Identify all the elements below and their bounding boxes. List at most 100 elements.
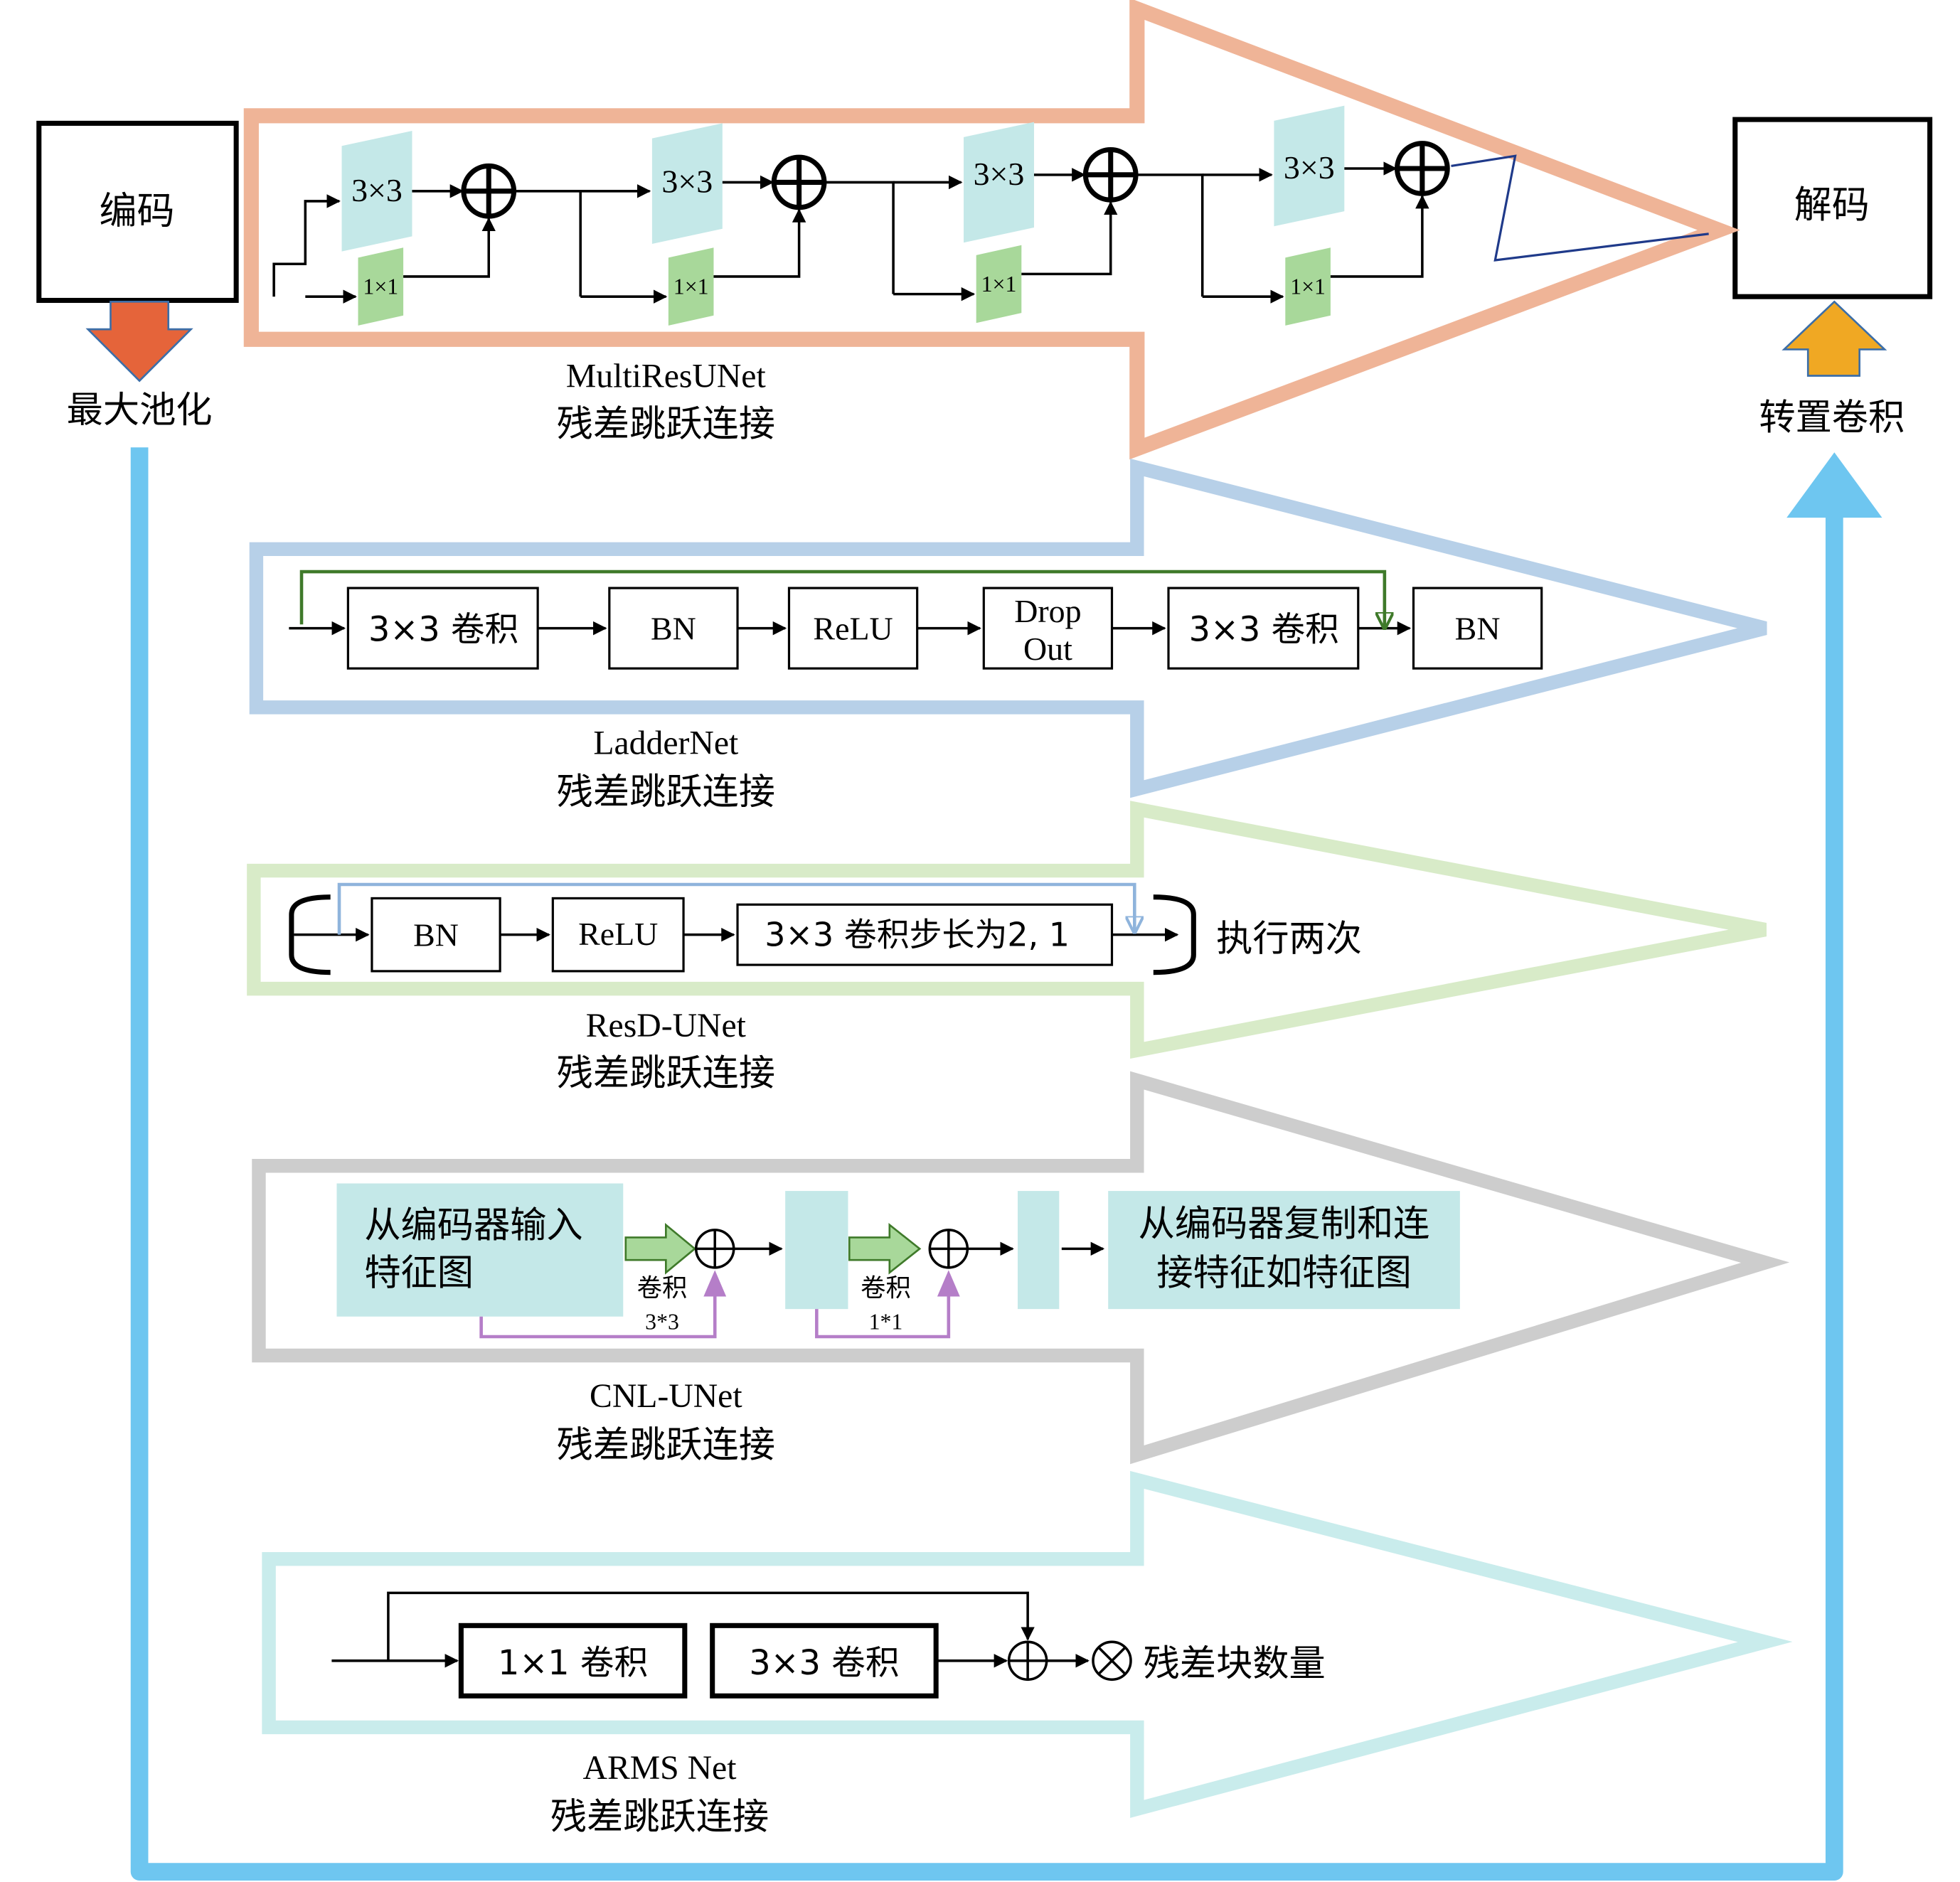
multires-conv1-label-4: 1×1 <box>1290 274 1326 299</box>
arms-big-arrow <box>262 1470 1793 1818</box>
ladder-skip-line <box>299 570 1385 629</box>
resd-repeat-label: 执行两次 <box>1216 918 1362 961</box>
resd-block-bn-label: BN <box>413 917 459 953</box>
multires-conv1-label-1: 1×1 <box>363 274 398 299</box>
multires-skip-label: 残差跳跃连接 <box>557 402 775 445</box>
arms-block-conv3 <box>710 1622 939 1699</box>
arms-skip-label: 残差跳跃连接 <box>550 1796 769 1839</box>
cnl-section: 从编码器输入 特征图 卷积 3*3 卷积 1*1 从编码器复制和连 接特征如特征… <box>252 1071 1790 1467</box>
arms-block-conv1-label: 1×1 卷积 <box>498 1644 648 1683</box>
cnl-conv-b-line1: 卷积 <box>861 1273 911 1303</box>
ladder-big-arrow <box>249 458 1767 798</box>
cnl-conv-arrow-b <box>848 1223 922 1275</box>
ladder-name: LadderNet <box>593 724 738 761</box>
multires-conv3-block-2 <box>651 123 723 244</box>
transconv-label: 转置卷积 <box>1759 396 1905 439</box>
resd-block-relu-label: ReLU <box>578 916 658 952</box>
multires-conv3-block-3 <box>964 122 1034 243</box>
multires-link-1 <box>513 190 582 297</box>
arms-count-label: 残差块数量 <box>1144 1642 1326 1685</box>
decoder-box <box>1732 117 1933 299</box>
resd-skip-line <box>337 882 1134 935</box>
multires-conv3-label-3: 3×3 <box>974 156 1025 192</box>
cnl-skip-a <box>479 1278 717 1339</box>
multires-link-3 <box>1136 173 1204 297</box>
cnl-output-line2: 接特征如特征图 <box>1156 1252 1412 1295</box>
encoder-label: 编码 <box>100 190 175 233</box>
ladder-block-conv2-label: 3×3 卷积 <box>1189 610 1339 649</box>
resd-block-relu <box>551 897 685 973</box>
multires-conv3-label-2: 3×3 <box>661 164 713 200</box>
cnl-small-block <box>1018 1191 1060 1310</box>
cnl-big-arrow <box>252 1071 1790 1465</box>
encoder-box <box>36 120 239 304</box>
cnl-skip-b <box>815 1278 951 1339</box>
arms-skip-line <box>387 1591 1035 1661</box>
multires-big-arrow <box>243 0 1740 460</box>
ladder-block-conv2 <box>1167 587 1360 670</box>
multires-conv1-out-arrow-1 <box>403 217 496 278</box>
multires-conv1-label-2: 1×1 <box>673 274 709 299</box>
multires-conv1-block-2 <box>668 247 714 326</box>
multires-conv3-label-4: 3×3 <box>1284 149 1335 186</box>
resd-block-conv-label: 3×3 卷积步长为2, 1 <box>765 916 1070 954</box>
resd-skip-label: 残差跳跃连接 <box>557 1052 775 1095</box>
resd-block-conv <box>736 903 1114 966</box>
cnl-conv-arrow-a <box>624 1222 697 1275</box>
multires-section: 3×31×13×31×13×31×13×31×1 MultiResUNet 残差… <box>243 0 1740 460</box>
maxpool-arrow <box>85 300 193 383</box>
multires-conv1-block-1 <box>358 247 404 326</box>
cnl-mid-block <box>785 1191 848 1310</box>
ladder-block-dropout <box>982 587 1114 670</box>
ladder-skip-label: 残差跳跃连接 <box>557 771 775 813</box>
multires-name: MultiResUNet <box>566 357 766 395</box>
cnl-add-b-icon <box>928 1229 969 1269</box>
multires-conv1-out-arrow-2 <box>713 208 806 278</box>
cnl-conv-a-line2: 3*3 <box>645 1309 679 1334</box>
main-loop-arrowhead <box>1786 452 1882 518</box>
multires-conv3-block-4 <box>1274 105 1345 227</box>
multires-link-2 <box>824 181 895 294</box>
ladder-block-relu <box>787 587 919 670</box>
multires-output-line <box>1451 154 1709 262</box>
multires-conv3-label-1: 3×3 <box>351 172 403 208</box>
cnl-input-line1: 从编码器输入 <box>364 1204 582 1246</box>
arms-multiply-icon <box>1092 1640 1132 1681</box>
maxpool-label: 最大池化 <box>67 389 213 432</box>
resd-left-bracket <box>289 894 331 975</box>
multires-conv1-out-arrow-4 <box>1330 194 1429 278</box>
ladder-block-dropout-line1: Drop <box>1014 593 1081 629</box>
arms-add-icon <box>1007 1640 1048 1681</box>
cnl-input-line2: 特征图 <box>364 1252 474 1295</box>
cnl-input-block <box>336 1183 624 1317</box>
resd-big-arrow <box>247 801 1767 1059</box>
main-loop <box>130 447 1882 1881</box>
resd-block-bn <box>371 897 501 973</box>
cnl-skip-label: 残差跳跃连接 <box>557 1424 775 1467</box>
decoder-label: 解码 <box>1794 183 1870 227</box>
ladder-block-dropout-line2: Out <box>1023 631 1072 667</box>
multires-chain: 3×31×13×31×13×31×13×31×1 <box>272 105 1450 326</box>
multires-conv1-block-3 <box>976 245 1022 324</box>
multires-conv3-block-1 <box>341 131 412 252</box>
ladder-block-conv1-label: 3×3 卷积 <box>368 610 518 649</box>
cnl-add-a-icon <box>694 1229 735 1269</box>
multires-conv1-out-arrow-3 <box>1021 201 1118 276</box>
arms-name: ARMS Net <box>583 1749 737 1787</box>
main-loop-line <box>130 447 1843 1881</box>
arms-block-conv1 <box>458 1622 688 1699</box>
ladder-block-conv1 <box>346 587 539 670</box>
cnl-output-line1: 从编码器复制和连 <box>1139 1203 1430 1246</box>
resd-name: ResD-UNet <box>586 1007 746 1044</box>
arms-section: 1×1 卷积 3×3 卷积 残差块数量 ARMS Net 残差跳跃连接 <box>262 1470 1793 1839</box>
cnl-conv-b-line2: 1*1 <box>869 1309 903 1334</box>
ladder-section: 3×3 卷积 BN ReLU Drop Out 3×3 卷积 BN Ladder… <box>249 458 1767 813</box>
resd-section: BN ReLU 3×3 卷积步长为2, 1 执行两次 ResD-UNet 残差跳… <box>247 801 1767 1095</box>
cnl-conv-a-line1: 卷积 <box>637 1273 688 1303</box>
multires-conv1-block-4 <box>1285 247 1331 326</box>
ladder-block-bn2-label: BN <box>1455 611 1501 647</box>
cnl-name: CNL-UNet <box>590 1377 742 1415</box>
ladder-block-relu-label: ReLU <box>813 611 893 647</box>
ladder-block-bn2 <box>1412 587 1543 670</box>
